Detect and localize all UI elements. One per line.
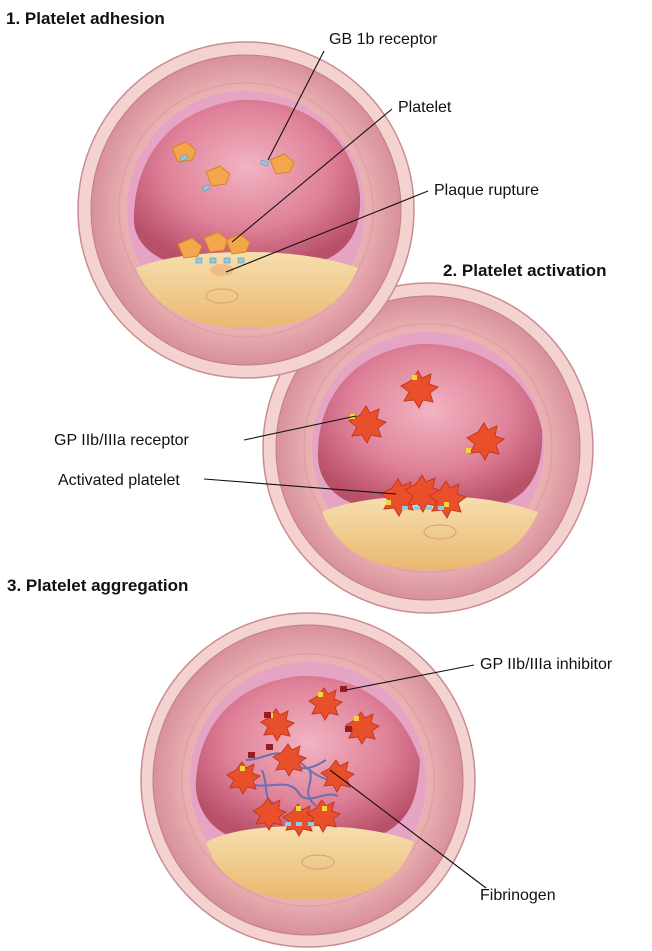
label-platelet: Platelet [398,99,452,116]
label-gp-receptor: GP IIb/IIIa receptor [54,432,190,449]
label-plaque-rupture: Plaque rupture [434,182,539,199]
step-1-title: 1. Platelet adhesion [6,9,165,28]
step-3-title: 3. Platelet aggregation [7,576,188,595]
label-gb1b-receptor: GB 1b receptor [329,31,438,48]
label-gp-inhibitor: GP IIb/IIIa inhibitor [480,656,613,673]
gb-receptors-3 [285,822,314,826]
step-2-title: 2. Platelet activation [443,261,606,280]
vessel-adhesion [78,42,414,378]
label-activated-platelet: Activated platelet [58,472,180,489]
vessel-aggregation [141,613,475,947]
label-fibrinogen: Fibrinogen [480,887,556,904]
